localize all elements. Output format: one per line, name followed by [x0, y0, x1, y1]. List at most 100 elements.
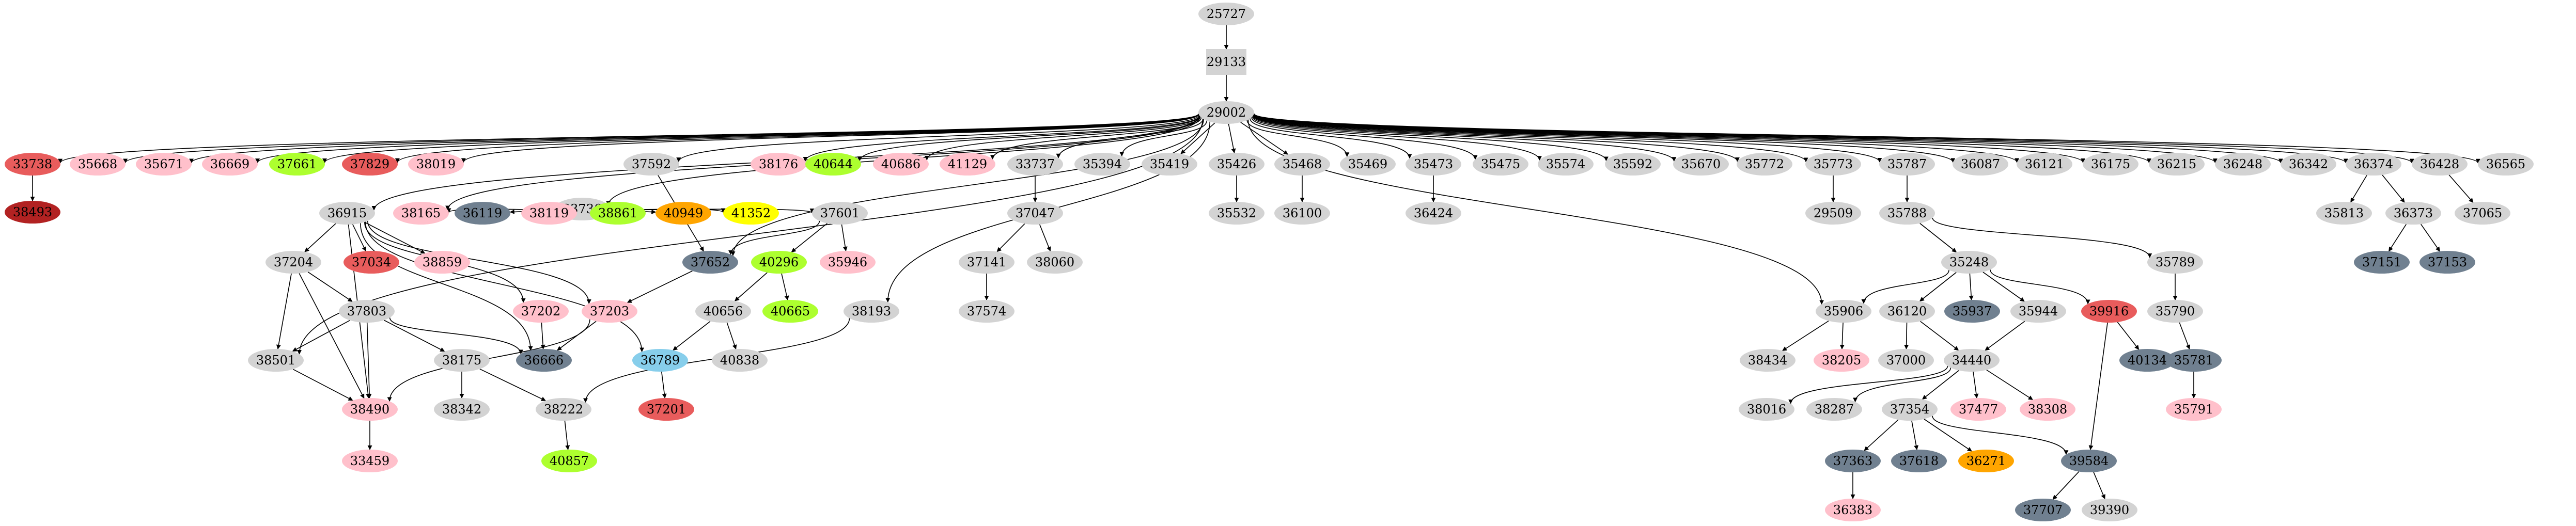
node-35532[interactable]: 35532: [1209, 202, 1264, 225]
node-37065[interactable]: 37065: [2455, 202, 2510, 225]
node-38175[interactable]: 38175: [434, 349, 490, 372]
node-34440[interactable]: 34440: [1944, 349, 2000, 372]
node-37661[interactable]: 37661: [269, 153, 325, 176]
node-38019[interactable]: 38019: [408, 153, 464, 176]
node-35574[interactable]: 35574: [1538, 153, 1594, 176]
node-36374[interactable]: 36374: [2346, 153, 2401, 176]
node-40134[interactable]: 40134: [2119, 349, 2175, 372]
node-36342[interactable]: 36342: [2281, 153, 2336, 176]
node-35475[interactable]: 35475: [1473, 153, 1528, 176]
node-38165[interactable]: 38165: [393, 202, 449, 225]
node-36175[interactable]: 36175: [2083, 153, 2138, 176]
node-39916[interactable]: 39916: [2081, 300, 2137, 323]
node-36666[interactable]: 36666: [516, 349, 572, 372]
node-37203[interactable]: 37203: [582, 300, 637, 323]
node-35787[interactable]: 35787: [1879, 153, 1935, 176]
node-37034[interactable]: 37034: [344, 251, 399, 274]
node-35469[interactable]: 35469: [1340, 153, 1396, 176]
node-36271[interactable]: 36271: [1958, 450, 2014, 472]
node-29509[interactable]: 29509: [1805, 202, 1861, 225]
node-36119[interactable]: 36119: [455, 202, 510, 225]
node-37153[interactable]: 37153: [2419, 251, 2475, 274]
node-38861[interactable]: 38861: [590, 202, 646, 225]
node-38287[interactable]: 38287: [1806, 398, 1862, 421]
node-35426[interactable]: 35426: [1209, 153, 1264, 176]
node-37707[interactable]: 37707: [2015, 499, 2071, 521]
node-36383[interactable]: 36383: [1825, 499, 1881, 521]
node-37202[interactable]: 37202: [513, 300, 569, 323]
node-37354[interactable]: 37354: [1882, 398, 1938, 421]
node-35394[interactable]: 35394: [1074, 153, 1130, 176]
node-35946[interactable]: 35946: [820, 251, 876, 274]
node-37204[interactable]: 37204: [266, 251, 321, 274]
node-35906[interactable]: 35906: [1816, 300, 1871, 323]
node-38060[interactable]: 38060: [1027, 251, 1083, 274]
node-35671[interactable]: 35671: [136, 153, 192, 176]
node-37151[interactable]: 37151: [2354, 251, 2410, 274]
node-39584[interactable]: 39584: [2061, 450, 2117, 472]
node-35937[interactable]: 35937: [1944, 300, 2000, 323]
node-29133[interactable]: 29133: [1206, 49, 1246, 75]
node-35468[interactable]: 35468: [1274, 153, 1330, 176]
node-37574[interactable]: 37574: [959, 300, 1014, 323]
node-38176[interactable]: 38176: [751, 153, 806, 176]
node-35668[interactable]: 35668: [70, 153, 126, 176]
node-36789[interactable]: 36789: [632, 349, 688, 372]
node-40644[interactable]: 40644: [805, 153, 861, 176]
node-40838[interactable]: 40838: [712, 349, 768, 372]
node-38016[interactable]: 38016: [1739, 398, 1794, 421]
node-36121[interactable]: 36121: [2017, 153, 2072, 176]
node-36428[interactable]: 36428: [2412, 153, 2468, 176]
node-35670[interactable]: 35670: [1673, 153, 1729, 176]
node-37201[interactable]: 37201: [638, 398, 694, 421]
node-38222[interactable]: 38222: [536, 398, 591, 421]
node-35791[interactable]: 35791: [2166, 398, 2222, 421]
node-36373[interactable]: 36373: [2385, 202, 2441, 225]
node-35781[interactable]: 35781: [2166, 349, 2222, 372]
node-38493[interactable]: 38493: [5, 201, 60, 224]
node-41129[interactable]: 41129: [940, 153, 995, 176]
node-35773[interactable]: 35773: [1805, 153, 1861, 176]
node-36100[interactable]: 36100: [1274, 202, 1330, 225]
node-35473[interactable]: 35473: [1406, 153, 1461, 176]
node-35789[interactable]: 35789: [2147, 251, 2203, 274]
node-38501[interactable]: 38501: [248, 349, 304, 372]
node-38193[interactable]: 38193: [844, 300, 899, 323]
node-39390[interactable]: 39390: [2082, 499, 2137, 521]
node-40857[interactable]: 40857: [541, 450, 597, 472]
node-37652[interactable]: 37652: [682, 251, 738, 274]
node-37601[interactable]: 37601: [812, 202, 868, 225]
node-40686[interactable]: 40686: [873, 153, 929, 176]
node-35944[interactable]: 35944: [2010, 300, 2066, 323]
node-35813[interactable]: 35813: [2316, 202, 2372, 225]
node-37592[interactable]: 37592: [623, 153, 679, 176]
node-40656[interactable]: 40656: [695, 300, 751, 323]
node-38490[interactable]: 38490: [342, 398, 398, 421]
node-36087[interactable]: 36087: [1953, 153, 2008, 176]
node-38859[interactable]: 38859: [414, 251, 470, 274]
node-38119[interactable]: 38119: [521, 202, 577, 225]
node-35790[interactable]: 35790: [2147, 300, 2203, 323]
node-38342[interactable]: 38342: [434, 398, 490, 421]
node-38434[interactable]: 38434: [1740, 349, 1796, 372]
node-35788[interactable]: 35788: [1879, 202, 1935, 225]
node-40665[interactable]: 40665: [762, 300, 818, 323]
node-36120[interactable]: 36120: [1879, 300, 1935, 323]
node-37363[interactable]: 37363: [1825, 450, 1881, 472]
node-33737[interactable]: 33737: [1007, 153, 1063, 176]
node-35592[interactable]: 35592: [1605, 153, 1661, 176]
node-33459[interactable]: 33459: [342, 450, 398, 472]
node-36669[interactable]: 36669: [202, 153, 258, 176]
node-37618[interactable]: 37618: [1891, 450, 1947, 472]
node-40949[interactable]: 40949: [655, 202, 711, 225]
node-37829[interactable]: 37829: [342, 153, 398, 176]
node-36248[interactable]: 36248: [2215, 153, 2271, 176]
node-35248[interactable]: 35248: [1941, 251, 1997, 274]
node-25727[interactable]: 25727: [1198, 3, 1254, 25]
node-40296[interactable]: 40296: [751, 251, 807, 274]
node-36565[interactable]: 36565: [2478, 153, 2534, 176]
node-37047[interactable]: 37047: [1007, 202, 1063, 225]
node-36215[interactable]: 36215: [2149, 153, 2205, 176]
node-29002[interactable]: 29002: [1198, 101, 1254, 124]
node-37000[interactable]: 37000: [1878, 349, 1934, 372]
